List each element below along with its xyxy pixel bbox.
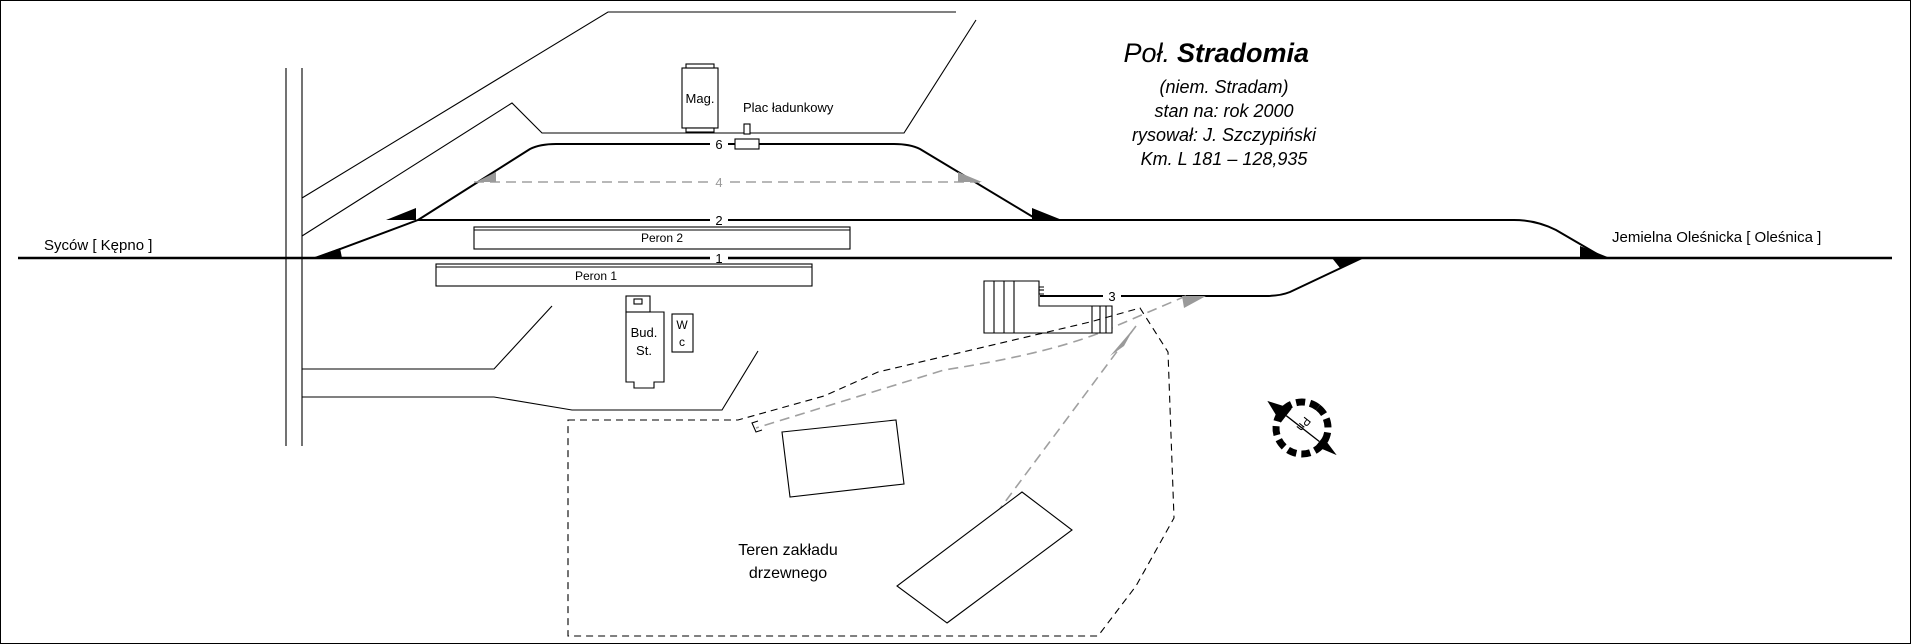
track-label-4: 4 [715, 175, 722, 190]
timber-yard-fence [567, 307, 1175, 637]
road-upper-inner [301, 19, 977, 237]
station-porch-detail [633, 298, 643, 305]
title-block: Poł. Stradomia (niem. Stradam) stan na: … [1123, 38, 1317, 169]
track-label-bg [710, 136, 728, 152]
warehouse-ramp-bottom [685, 127, 715, 133]
track-label-1: 1 [715, 251, 722, 266]
loading-ramp [734, 138, 760, 150]
switch-grey-siding-1 [1182, 296, 1206, 308]
track-label-6: 6 [715, 137, 722, 152]
loading-dock [983, 280, 1113, 334]
compass-needle [1285, 415, 1320, 443]
track-label-bg [710, 212, 728, 228]
track-label-2: 2 [715, 213, 722, 228]
switch-east-3 [1332, 258, 1362, 268]
switch-grey-east-4 [958, 172, 982, 182]
platform-1 [435, 263, 813, 287]
north-arrow-icon: Pn [1267, 398, 1337, 458]
platform-2 [473, 226, 851, 250]
title-line-german-name: (niem. Stradam) [1159, 77, 1288, 97]
platform-1-label: Peron 1 [575, 269, 617, 283]
switch-grey-siding-2 [1110, 328, 1134, 356]
road-upper-outer [301, 11, 956, 199]
loading-area-label: Plac ładunkowy [743, 100, 834, 115]
platforms: Peron 2 Peron 1 [435, 226, 851, 287]
timber-yard-label-line2: drzewnego [749, 565, 827, 582]
disused-siding-lower [931, 325, 1137, 601]
track-label-bg [710, 174, 728, 190]
warehouse-ramp-top [685, 63, 715, 69]
switch-east-2 [1580, 246, 1610, 258]
roads [285, 11, 977, 446]
warehouse-label: Mag. [686, 91, 715, 106]
switch-west-1 [312, 248, 342, 258]
road-lower-upper [302, 305, 553, 370]
wc-label-line2: c [679, 335, 685, 349]
switch-west-2 [386, 208, 416, 220]
tracks: 6 4 2 1 3 [18, 136, 1892, 604]
buildings: Mag. Plac ładunkowy Bud. St. W c [625, 63, 1113, 624]
track-3 [1040, 257, 1363, 297]
wc-building [671, 313, 694, 353]
switch-grey-west-4 [476, 172, 496, 182]
timber-yard-building-2 [896, 491, 1073, 624]
wc-label-line1: W [676, 318, 688, 332]
timber-yard-label-line1: Teren zakładu [738, 542, 838, 559]
title-line-kilometre: Km. L 181 – 128,935 [1141, 149, 1309, 169]
compass-south-tip [1315, 436, 1337, 456]
track-2 [315, 219, 1605, 259]
station-building [625, 311, 665, 389]
track-label-bg [710, 250, 728, 266]
warehouse [681, 67, 719, 129]
track-label-3: 3 [1108, 289, 1115, 304]
station-type-prefix: Poł. [1123, 38, 1170, 68]
timber-yard-building-1 [781, 419, 905, 498]
station-label-line2: St. [636, 343, 652, 358]
station-label-line1: Bud. [631, 325, 658, 340]
title-line-author: rysował: J. Szczypiński [1132, 125, 1317, 145]
station-name: Stradomia [1177, 38, 1309, 68]
title-line-status: stan na: rok 2000 [1154, 101, 1293, 121]
buffer-stop-upper [751, 420, 763, 433]
direction-left-label: Syców [ Kępno ] [44, 237, 152, 254]
track-label-bg [1103, 288, 1121, 304]
loading-gauge [743, 123, 751, 135]
platform-2-label: Peron 2 [641, 231, 683, 245]
compass-north-tip [1267, 400, 1292, 423]
road-lower-lower [302, 350, 759, 411]
switch-east-6 [1032, 208, 1062, 220]
direction-right-label: Jemielna Oleśnicka [ Oleśnica ] [1612, 229, 1821, 246]
